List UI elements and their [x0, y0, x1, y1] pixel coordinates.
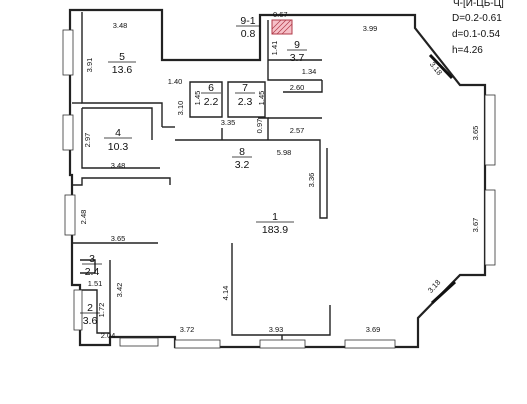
- dim-label: 3.35: [221, 118, 236, 127]
- room-8-area: 3.2: [235, 159, 250, 171]
- room-labels: 5 13.6 4 10.3 6 2.2 7 2.3 8 3.2 9 3.7 9-…: [80, 15, 307, 327]
- dim-label: 1.41: [270, 41, 279, 56]
- dim-label: 1.45: [257, 91, 266, 106]
- dim-label: 2.57: [290, 126, 305, 135]
- dim-label: 3.67: [471, 218, 480, 233]
- dim-label: 0.97: [255, 119, 264, 134]
- room-9-1-number: 9-1: [240, 15, 255, 27]
- legend: Ч-[Ѝ-ЦБ-Ц] D=0.2-0.61 d=0.1-0.54 h=4.26: [452, 0, 504, 56]
- room-5-area: 13.6: [112, 64, 133, 76]
- hatch-label: 0.67: [273, 10, 288, 19]
- dim-label: 3.91: [85, 58, 94, 73]
- hatched-shaft: 0.67: [271, 10, 293, 35]
- dim-label: 3.18: [426, 278, 442, 295]
- room-3-area: 2.4: [85, 266, 100, 278]
- legend-diameter: D=0.2-0.61: [452, 13, 502, 24]
- dim-label: 3.48: [113, 21, 128, 30]
- legend-depth: d=0.1-0.54: [452, 29, 501, 40]
- dim-label: 3.99: [363, 24, 378, 33]
- dim-label: 3.65: [111, 234, 126, 243]
- room-8-number: 8: [239, 146, 245, 158]
- dim-label: 5.98: [277, 148, 292, 157]
- dim-label: 3.69: [366, 325, 381, 334]
- dimension-labels: 3.48 3.91 1.40 1.45 3.10 1.45 0.97 3.35 …: [79, 21, 480, 340]
- dim-label: 1.45: [193, 91, 202, 106]
- dim-label: 3.42: [115, 283, 124, 298]
- dim-label: 1.34: [302, 67, 317, 76]
- room-1-number: 1: [272, 211, 278, 223]
- room-7-number: 7: [242, 82, 248, 94]
- room-7-area: 2.3: [238, 96, 253, 108]
- dim-label: 2.60: [290, 83, 305, 92]
- dim-label: 3.48: [111, 161, 126, 170]
- room-4-number: 4: [115, 127, 121, 139]
- dim-label: 2.48: [79, 210, 88, 225]
- dim-label: 1.51: [88, 279, 103, 288]
- dim-label: 4.14: [221, 286, 230, 301]
- windows: [62, 29, 496, 349]
- room-6-number: 6: [208, 82, 214, 94]
- dim-label: 3.93: [269, 325, 284, 334]
- room-4-area: 10.3: [108, 141, 129, 153]
- room-2-number: 2: [87, 302, 93, 314]
- room-3-number: 3: [89, 253, 95, 265]
- dim-label: 1.40: [168, 77, 183, 86]
- room-5-number: 5: [119, 51, 125, 63]
- dim-label: 1.72: [97, 303, 106, 318]
- outer-walls: [68, 8, 487, 349]
- room-9-number: 9: [294, 39, 300, 51]
- room-6-area: 2.2: [204, 96, 219, 108]
- room-1-area: 183.9: [262, 224, 288, 236]
- room-9-area: 3.7: [290, 52, 305, 64]
- dim-label: 3.72: [180, 325, 195, 334]
- dim-label: 3.36: [307, 173, 316, 188]
- legend-header: Ч-[Ѝ-ЦБ-Ц]: [453, 0, 504, 9]
- legend-height: h=4.26: [452, 45, 483, 56]
- dim-label: 3.10: [176, 101, 185, 116]
- room-2-area: 3.6: [83, 315, 98, 327]
- dim-label: 2.04: [101, 331, 116, 340]
- dim-label: 3.65: [471, 126, 480, 141]
- dim-label: 2.97: [83, 133, 92, 148]
- room-9-1-area: 0.8: [241, 28, 256, 40]
